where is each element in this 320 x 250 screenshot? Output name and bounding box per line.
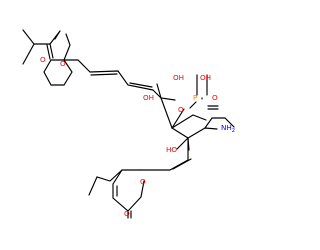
bond-diene	[89, 70, 154, 91]
bond-cyclohexane	[43, 59, 73, 86]
bond-central-chain	[160, 97, 207, 129]
lactone-oxygen-label: O	[124, 209, 130, 218]
bond-aminoethyl	[204, 117, 235, 129]
amine-main-text: NH	[221, 123, 232, 132]
bond-carbonyl	[46, 43, 54, 60]
phosphate-oh-left-label: OH	[173, 73, 184, 82]
hydroxyl-upper-label: OH	[143, 93, 154, 102]
bond-phosphate-o	[171, 108, 185, 129]
ester-oxygen-label: O	[60, 59, 66, 68]
bond-pyranone-ring	[112, 169, 145, 212]
bond-alkene	[169, 137, 192, 171]
amine-label: NH2	[221, 123, 235, 134]
molecule-diagram: O O OH OH OH P O O NH2 HO O O	[22, 29, 235, 219]
bond-lactone-carbonyl	[127, 210, 132, 219]
bond-lines	[22, 29, 235, 219]
phosphorus-label: P	[193, 93, 198, 102]
bond-ethyl	[88, 169, 123, 196]
bond-ring-to-chain	[63, 59, 91, 73]
amine-subscript: 2	[232, 128, 235, 134]
bond-ester-link	[54, 30, 71, 61]
carbonyl-oxygen-label: O	[40, 55, 46, 64]
hydroxyl-lower-label: HO	[166, 145, 177, 154]
ring-oxygen-label: O	[140, 177, 146, 186]
phosphate-oh-right-label: OH	[200, 73, 211, 82]
phosphate-o-double-label: O	[212, 93, 218, 102]
phosphate-o-bridge-label: O	[178, 105, 184, 114]
atom-labels: O O OH OH OH P O O NH2 HO O O	[40, 55, 235, 218]
bond-p-double-o	[207, 105, 219, 110]
bond-carbinol-oh	[156, 83, 162, 99]
bond-phosphate	[189, 74, 208, 109]
structure-svg: O O OH OH OH P O O NH2 HO O O	[22, 29, 235, 219]
bond-tertiary-oh	[176, 137, 189, 150]
bond-to-carbinol	[152, 89, 176, 101]
